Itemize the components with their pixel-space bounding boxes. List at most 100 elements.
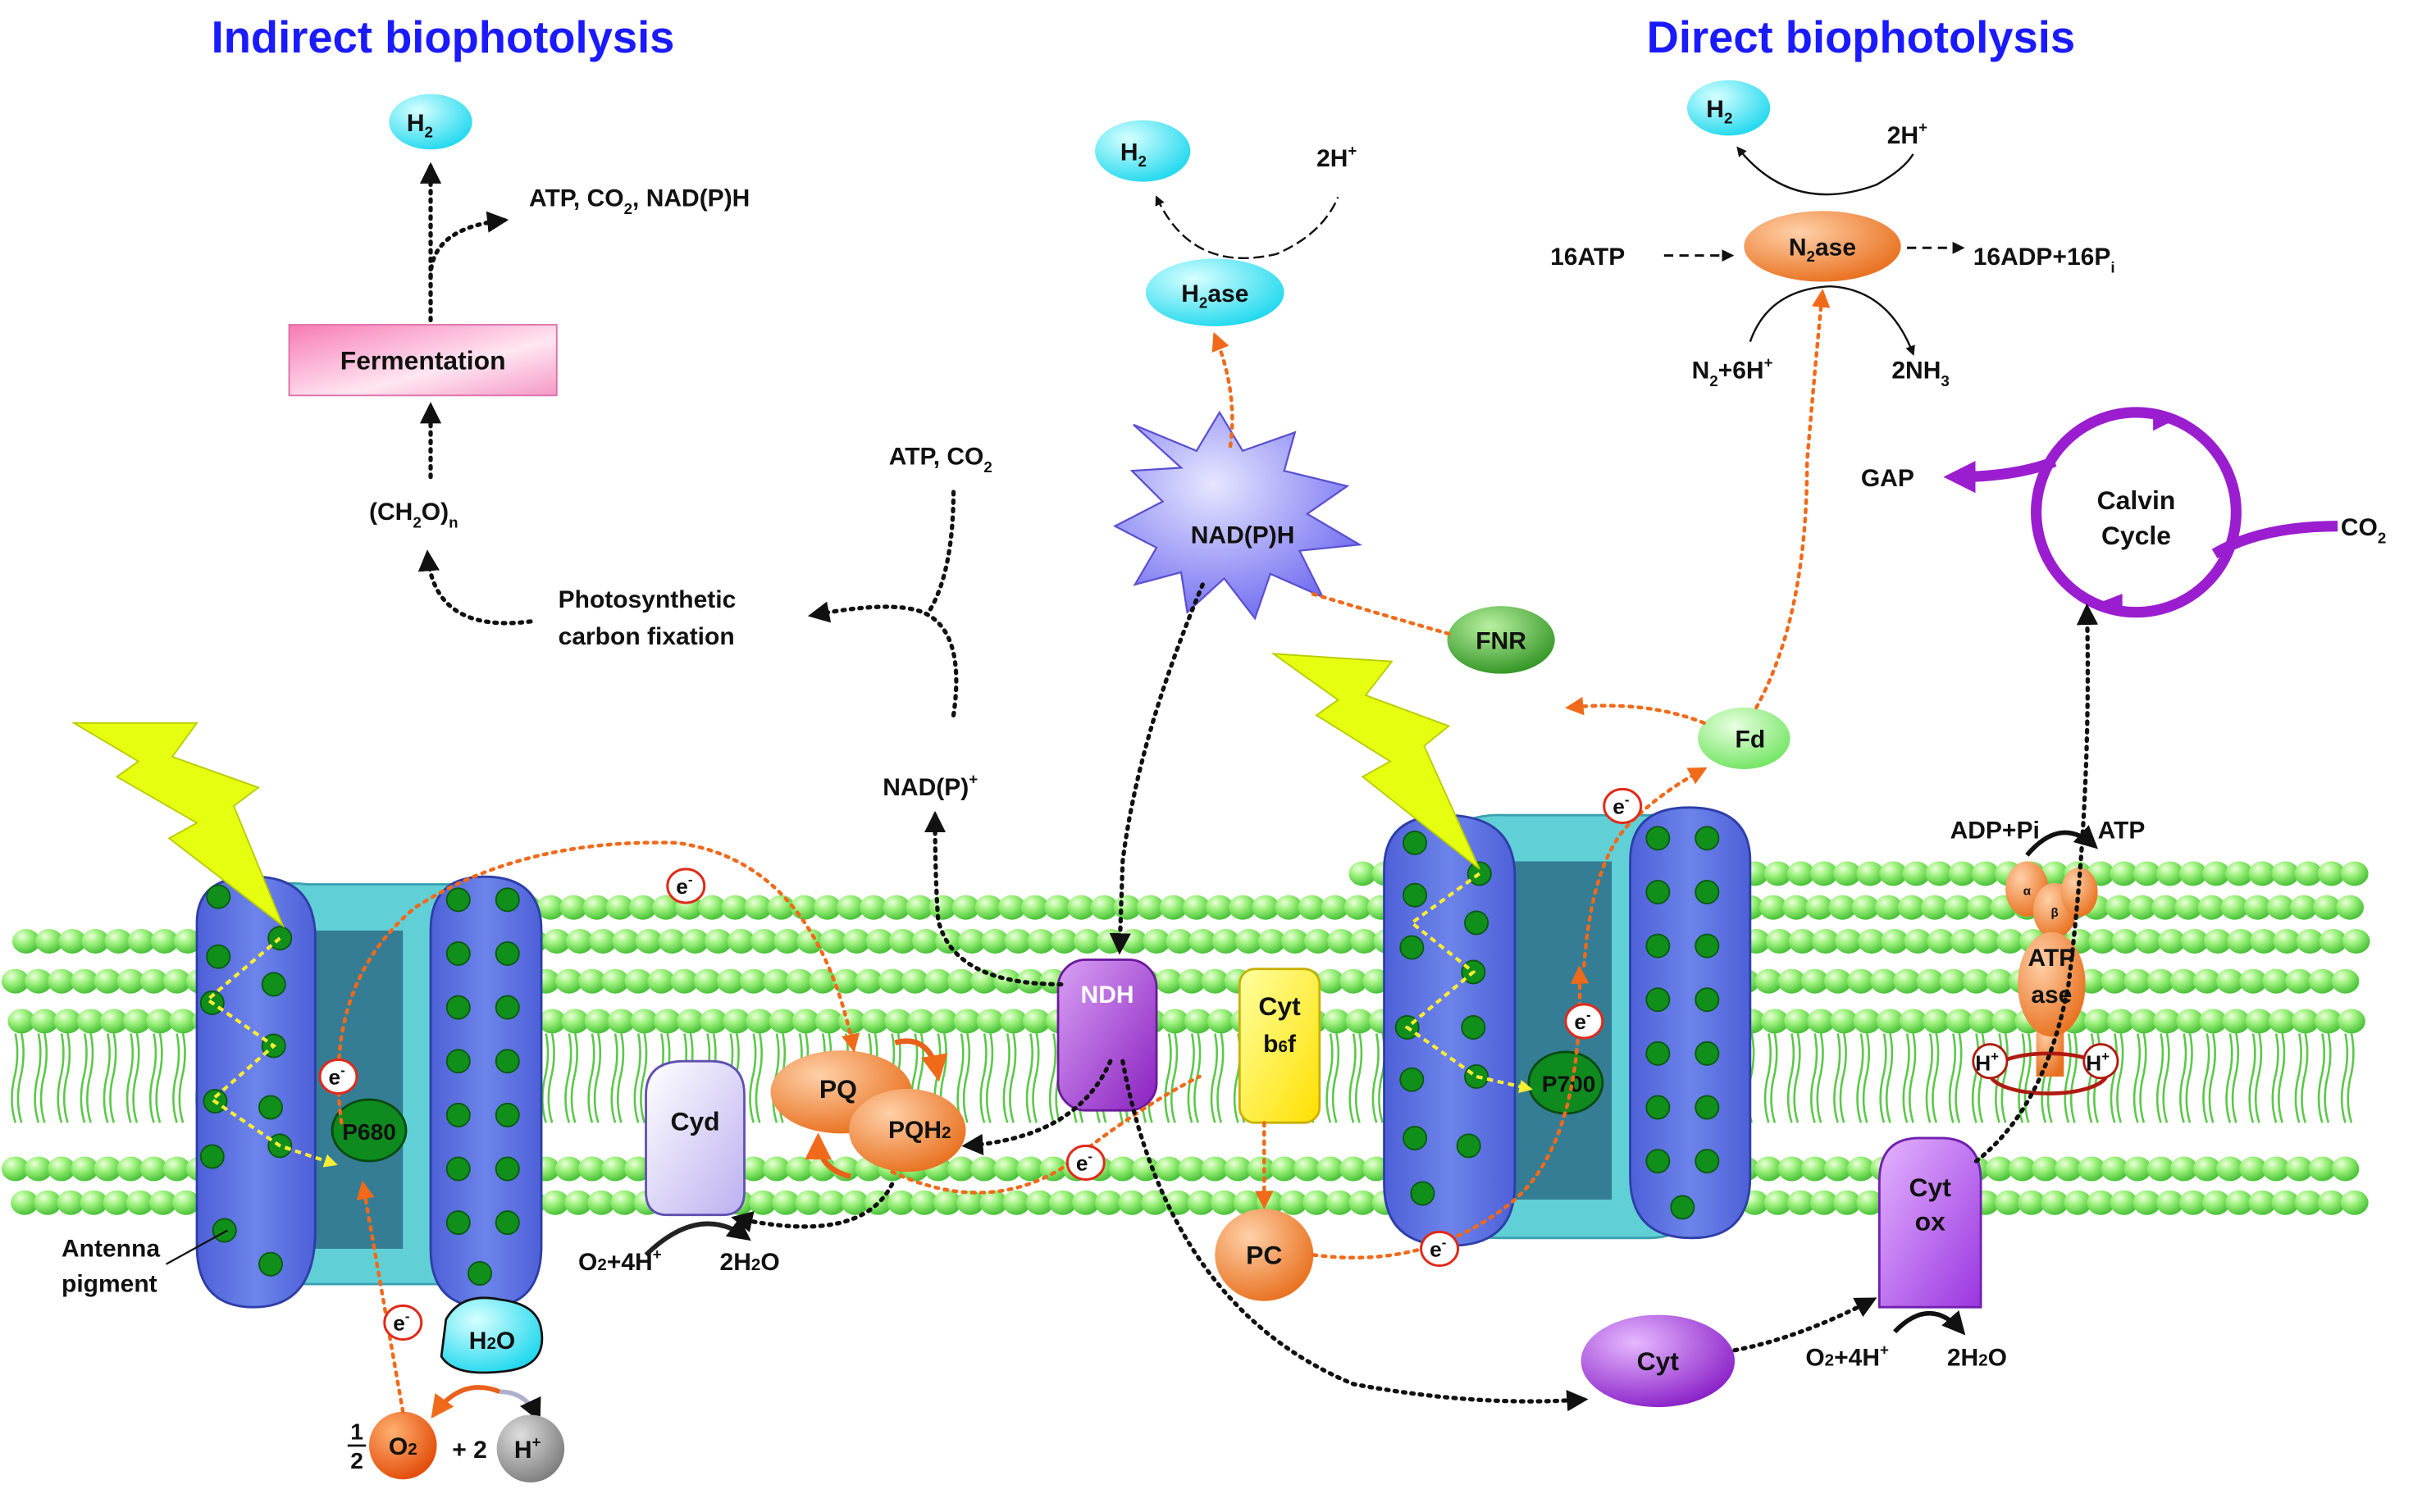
pigment-dot [1461,1014,1486,1040]
pq-cycle-arrow-top [894,1038,948,1082]
two-h2o-label-cyd: 2H2O [720,1249,780,1276]
pigment-dot [495,1156,520,1182]
lipid-tail [80,1033,88,1123]
lipid-head [103,1190,131,1215]
lipid-tail [148,1033,157,1123]
lipid-head [612,928,641,954]
lipid-head [1759,895,1787,920]
lipid-tail [1331,1033,1340,1123]
lipid-head [727,928,755,954]
electron-path-nadph-to-h2ase [1211,331,1234,449]
pqh2-molecule [849,1088,966,1173]
lipid-head [1925,861,1954,886]
lipid-head [2317,1190,2346,1215]
h2-bubble-h2ase [1095,120,1191,182]
lipid-head [2083,1009,2112,1034]
lipid-head [907,1009,936,1034]
lipid-head [2041,1190,2069,1215]
lipid-head [116,1156,145,1182]
lipid-head [1853,1009,1882,1034]
lipid-head [1996,928,2024,954]
lipid-tail [1216,1033,1225,1123]
electron-label: e- [676,872,692,899]
h2-bubble-n2ase [1686,80,1771,136]
lipid-head [2308,1156,2337,1182]
pigment-dot [1403,1125,1428,1150]
lipid-head [53,1009,82,1034]
lipid-tail [34,1033,42,1123]
lipid-tail [956,1033,965,1123]
lipid-head [947,1156,975,1182]
lipid-head [589,928,617,954]
lipid-head [76,1009,105,1034]
lipid-tail [1371,1033,1380,1123]
lipid-head [1950,928,1978,954]
half-denominator: 2 [350,1448,363,1473]
h2-label-indirect: H2 [407,110,433,141]
lipid-head [2285,968,2314,994]
fermentation-label: Fermentation [340,345,506,375]
lipid-tail [86,1033,94,1123]
psii-dark-inner [315,930,404,1249]
lipid-head [1027,928,1056,954]
psii-right-lobe [429,875,543,1309]
lipid-head [861,1009,889,1034]
path-ndh-to-nadp [924,810,1064,987]
lipid-head [773,928,801,954]
lipid-head [2248,861,2277,886]
lipid-head [2202,1190,2230,1215]
lipid-head [1920,895,1949,920]
lipid-head [542,928,571,954]
lipid-head [1184,1009,1212,1034]
pigment-dot [1670,1195,1695,1220]
alpha-label: α [2023,885,2032,899]
lipid-head [1948,861,1977,886]
pigment-dot [1695,879,1720,904]
lipid-tail [39,1033,48,1123]
lipid-head [901,968,929,994]
lipid-tail [2347,1033,2355,1123]
pigment-dot [1403,882,1428,908]
h-plus-left-label: H+ [1975,1049,1999,1075]
lipid-head [169,1009,198,1034]
lipid-tail [979,1033,988,1123]
lipid-head [1754,1156,1783,1182]
lipid-head [1348,861,1377,886]
o2-molecule [369,1411,437,1480]
lipid-head [48,1156,75,1182]
lipid-head [1846,1156,1875,1182]
lipid-head [1870,968,1898,994]
lipid-head [1279,1190,1307,1215]
lipid-head [1316,1156,1344,1182]
lipid-tail [2162,1033,2170,1123]
lipid-head [1897,895,1926,920]
lipid-head [1,968,30,994]
title-direct-biophotolysis: Direct biophotolysis [1647,12,2076,62]
lipid-head [34,1190,62,1215]
lipid-tail [547,1033,555,1123]
lipid-head [704,928,732,954]
lipid-head [2197,895,2226,920]
pigment-dot [445,995,471,1020]
lipid-head [721,895,750,920]
lipid-head [1765,928,1794,954]
lipid-head [744,895,773,920]
lipid-head [1118,1190,1146,1215]
lipid-tail [57,1033,65,1123]
lipid-head [1280,928,1309,954]
lipid-head [2110,861,2138,886]
lipid-head [887,1190,915,1215]
lipid-head [1777,1156,1806,1182]
lipid-tail [1932,1033,1940,1123]
lipid-head [1247,1156,1275,1182]
lipid-head [698,895,727,920]
photosystem-ii: P680 [195,875,543,1309]
lipid-tail [1763,1033,1772,1123]
lipid-head [12,928,40,954]
lipid-head [1902,861,1931,886]
pigment-dot [495,940,520,966]
lipid-head [2041,861,2069,886]
arrow-nadp-to-fixation [807,601,959,717]
lipid-tail [2116,1033,2124,1123]
